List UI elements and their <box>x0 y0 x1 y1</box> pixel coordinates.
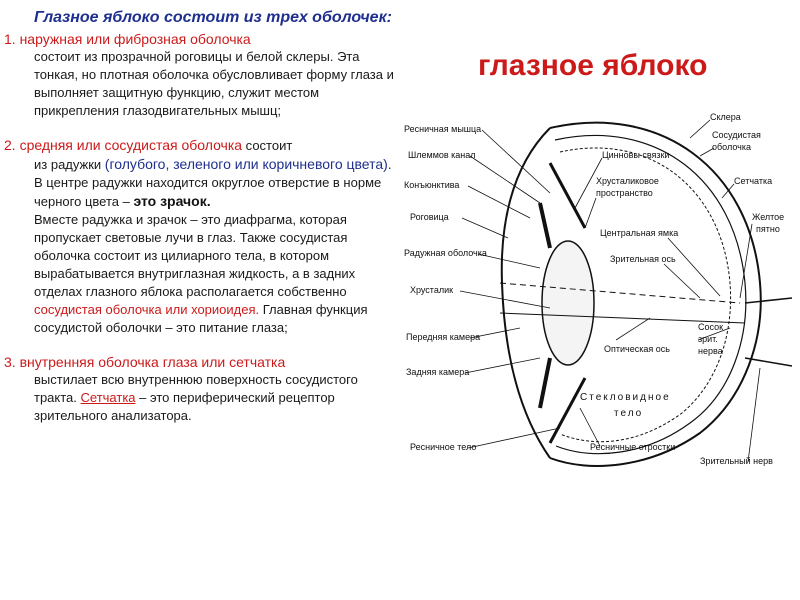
text-column: Глазное яблоко состоит из трех оболочек:… <box>4 8 402 441</box>
iris-colors: (голубого, зеленого или коричневого цвет… <box>104 156 392 172</box>
label-posterior-chamber: Задняя камера <box>406 367 469 377</box>
optic-nerve <box>744 297 793 367</box>
ciliary-upper <box>548 162 587 229</box>
iris-upper <box>538 202 552 249</box>
label-cornea: Роговица <box>410 212 449 222</box>
layer-inner-body: выстилает всю внутреннюю поверхность сос… <box>4 371 402 425</box>
label-optic-disc-2: зрит. <box>698 334 718 344</box>
layer-middle: 2. средняя или сосудистая оболочка состо… <box>4 136 402 337</box>
label-iris: Радужная оболочка <box>404 248 487 258</box>
label-fovea: Центральная ямка <box>600 228 678 238</box>
label-optic-disc-3: нерва <box>698 346 723 356</box>
layer-inner-text-b: – это периферический рецептор зрительног… <box>34 390 335 423</box>
label-visual-axis: Зрительная ось <box>610 254 676 264</box>
pupil-emphasis: это зрачок. <box>133 193 211 209</box>
lens-shape <box>541 240 595 366</box>
layer-middle-text-c: Вместе радужка и зрачок – это диафрагма,… <box>34 212 356 299</box>
eye-diagram: Ресничная мышца Шлеммов канал Конъюнктив… <box>404 112 793 467</box>
label-lens-space-1: Хрусталиковое <box>596 176 659 186</box>
layer-inner-text-a: выстилает всю внутреннюю поверхность сос… <box>34 372 358 405</box>
leader-lines <box>459 119 761 463</box>
label-retina: Сетчатка <box>734 176 772 186</box>
label-ciliary-processes: Ресничные отростки <box>590 442 675 452</box>
layer-middle-text-d: Главная функция сосудистой оболочки – эт… <box>34 302 368 335</box>
layer-middle-title-tail: состоит <box>242 138 293 153</box>
label-schlemm-canal: Шлеммов канал <box>408 150 476 160</box>
choroid-highlight: сосудистая оболочка или хориоидея. <box>34 302 260 317</box>
label-ciliary-muscle: Ресничная мышца <box>404 124 481 134</box>
layer-inner: 3. внутренняя оболочка глаза или сетчатк… <box>4 353 402 425</box>
label-choroid-1: Сосудистая <box>712 130 761 140</box>
label-conjunctiva: Конъюнктива <box>404 180 459 190</box>
label-vitreous-2: тело <box>614 408 643 419</box>
layer-middle-body: из радужки (голубого, зеленого или корич… <box>4 155 402 337</box>
optical-axis <box>499 312 746 324</box>
layer-middle-text-b: В центре радужки находится округлое отве… <box>34 175 382 209</box>
label-macula-2: пятно <box>756 224 780 234</box>
iris-lower <box>538 357 552 409</box>
layer-middle-title: 2. средняя или сосудистая оболочка <box>4 137 243 153</box>
sclera-outline <box>549 121 762 467</box>
retina-link[interactable]: Сетчатка <box>80 390 136 405</box>
label-vitreous-1: Стекловидное <box>580 392 671 403</box>
layer-outer: 1. наружная или фиброзная оболочка состо… <box>4 30 402 120</box>
label-optic-nerve: Зрительный нерв <box>700 456 773 466</box>
layer-outer-title: 1. наружная или фиброзная оболочка <box>4 31 251 47</box>
label-sclera: Склера <box>710 112 741 122</box>
page-title: глазное яблоко <box>478 49 708 82</box>
label-choroid-2: оболочка <box>712 142 751 152</box>
layer-inner-title: 3. внутренняя оболочка глаза или сетчатк… <box>4 354 286 370</box>
section-heading: Глазное яблоко состоит из трех оболочек: <box>33 9 393 26</box>
ciliary-lower <box>548 377 587 444</box>
label-ciliary-body: Ресничное тело <box>410 442 476 452</box>
label-lens-space-2: пространство <box>596 188 653 198</box>
label-anterior-chamber: Передняя камера <box>406 332 480 342</box>
layer-outer-body: состоит из прозрачной роговицы и белой с… <box>34 49 394 118</box>
label-optic-disc-1: Сосок <box>698 322 723 332</box>
visual-axis <box>499 282 741 304</box>
layer-middle-text-a: из радужки <box>34 157 105 172</box>
label-optical-axis: Оптическая ось <box>604 344 670 354</box>
label-lens: Хрусталик <box>410 285 453 295</box>
choroid-outline <box>554 135 747 455</box>
label-macula-1: Желтое <box>752 212 784 222</box>
label-zonules: Цинновы связки <box>602 150 670 160</box>
